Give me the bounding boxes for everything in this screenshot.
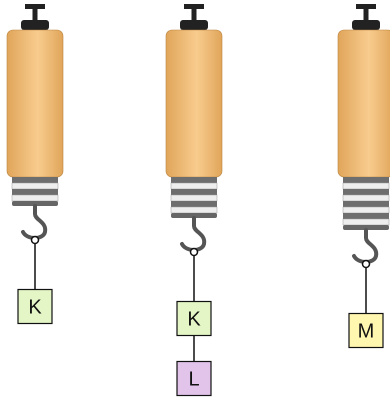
extension-band-light bbox=[342, 206, 390, 214]
extension-band-dark bbox=[343, 177, 389, 183]
extension-band-dark bbox=[12, 189, 58, 195]
mass-block bbox=[176, 360, 212, 397]
mass-block bbox=[176, 300, 212, 337]
handle-stem bbox=[363, 4, 369, 22]
extension-band-light bbox=[170, 194, 218, 202]
extension-band-light bbox=[11, 194, 59, 202]
extension-bottom-cap bbox=[171, 213, 217, 218]
extension-bottom-cap bbox=[12, 201, 58, 206]
hook-icon bbox=[180, 216, 207, 252]
handle-stem bbox=[32, 4, 38, 22]
hook-icon bbox=[21, 204, 48, 240]
handle-stem bbox=[191, 4, 197, 22]
hook-icon bbox=[352, 228, 379, 264]
mass-block bbox=[17, 288, 53, 325]
mass-block-label: K bbox=[187, 309, 201, 331]
extension-band-light bbox=[342, 194, 390, 202]
extension-band-dark bbox=[343, 213, 389, 219]
extension-bottom-cap bbox=[343, 225, 389, 230]
extension-band-dark bbox=[343, 189, 389, 195]
mass-block-label: M bbox=[358, 321, 375, 343]
extension-band-light bbox=[170, 206, 218, 214]
extension-band-light bbox=[11, 182, 59, 190]
hook-ring bbox=[30, 235, 40, 245]
scale-left: K bbox=[6, 4, 64, 325]
extension-band-dark bbox=[171, 201, 217, 207]
mass-block bbox=[348, 312, 384, 349]
handle-cap bbox=[21, 20, 49, 30]
hook-ring bbox=[189, 247, 199, 257]
mass-block-label: K bbox=[28, 297, 42, 319]
extension-band-light bbox=[170, 182, 218, 190]
scale-middle: KL bbox=[165, 4, 223, 397]
extension-band-light bbox=[342, 182, 390, 190]
extension-band-dark bbox=[12, 177, 58, 183]
scale-body bbox=[6, 29, 64, 178]
handle-cap bbox=[180, 20, 208, 30]
scale-body bbox=[337, 29, 390, 178]
hook-ring bbox=[361, 259, 371, 269]
mass-block-label: L bbox=[188, 369, 199, 391]
extension-band-light bbox=[342, 218, 390, 226]
extension-band-dark bbox=[171, 177, 217, 183]
handle-cap bbox=[352, 20, 380, 30]
scale-body bbox=[165, 29, 223, 178]
scale-right: M bbox=[337, 4, 390, 349]
extension-band-dark bbox=[171, 189, 217, 195]
extension-band-dark bbox=[343, 201, 389, 207]
